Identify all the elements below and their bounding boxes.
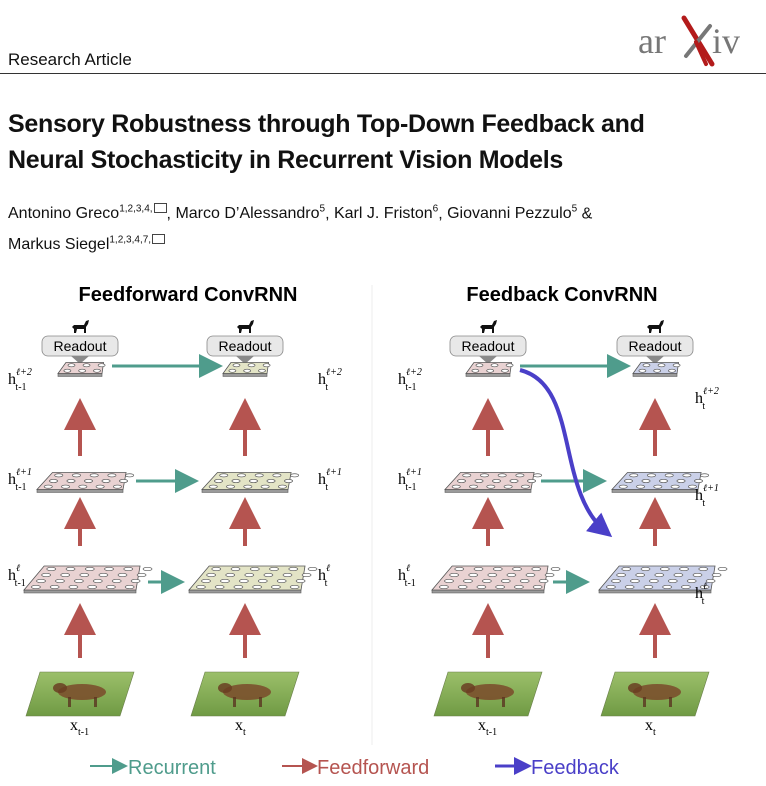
header-divider: [0, 73, 766, 74]
author-list: Antonino Greco1,2,3,4,, Marco D’Alessand…: [8, 203, 593, 253]
svg-text:iv: iv: [712, 21, 740, 61]
article-title: Sensory Robustness through Top-Down Feed…: [8, 106, 758, 178]
author[interactable]: Karl J. Friston6: [333, 204, 439, 223]
layer-2-col-3: [598, 565, 728, 594]
section-label: Research Article: [8, 50, 132, 69]
readout-box: Readout: [449, 335, 527, 364]
panel-title-feedforward: Feedforward ConvRNN: [79, 284, 298, 306]
title-line-2: Neural Stochasticity in Recurrent Vision…: [8, 146, 564, 174]
horse-icon: [480, 320, 497, 333]
layer-2-col-2: [431, 565, 561, 594]
layer-1-col-2: [444, 472, 543, 493]
layer-2-col-0: [23, 565, 153, 594]
horse-icon: [72, 320, 89, 333]
input-image: [600, 671, 710, 717]
layer-2-col-1: [188, 565, 318, 594]
svg-text:ar: ar: [638, 21, 666, 61]
layer-0-col-0: [57, 362, 106, 377]
readout-label: Readout: [219, 338, 272, 354]
envelope-icon[interactable]: [152, 233, 166, 244]
input-image: [433, 671, 543, 717]
readout-box: Readout: [41, 335, 119, 364]
author[interactable]: Giovanni Pezzulo5: [447, 204, 578, 223]
layer-1-col-0: [36, 472, 135, 493]
input-label: xt: [235, 717, 246, 738]
input-image: [25, 671, 135, 717]
input-label: xt-1: [478, 717, 497, 738]
layer-1-col-1: [201, 472, 300, 493]
input-label: xt: [645, 717, 656, 738]
layer-0-col-3: [632, 362, 681, 377]
input-image: [190, 671, 300, 717]
readout-label: Readout: [54, 338, 107, 354]
figure-convrnn: Feedforward ConvRNN Feedback ConvRNN Rea…: [8, 284, 728, 779]
legend: Recurrent Feedforward Feedback: [90, 757, 620, 779]
arxiv-logo: ar iv: [638, 15, 740, 67]
horse-icon: [647, 320, 664, 333]
legend-feedforward: Feedforward: [317, 757, 429, 779]
readout-label: Readout: [629, 338, 682, 354]
horse-icon: [237, 320, 254, 333]
panel-title-feedback: Feedback ConvRNN: [466, 284, 657, 306]
title-line-1: Sensory Robustness through Top-Down Feed…: [8, 110, 645, 138]
layer-1-col-3: [611, 472, 710, 493]
layer-0-col-2: [465, 362, 514, 377]
author[interactable]: Marco D’Alessandro5: [175, 204, 326, 223]
readout-box: Readout: [206, 335, 284, 364]
readout-box: Readout: [616, 335, 694, 364]
input-label: xt-1: [70, 717, 89, 738]
layer-0-col-1: [222, 362, 271, 377]
legend-recurrent: Recurrent: [128, 757, 216, 779]
author[interactable]: Antonino Greco1,2,3,4,: [8, 203, 167, 222]
author[interactable]: Markus Siegel1,2,3,4,7,: [8, 233, 166, 253]
legend-feedback: Feedback: [531, 757, 620, 779]
feedback-arrow: [519, 368, 613, 538]
envelope-icon[interactable]: [153, 203, 167, 214]
readout-label: Readout: [462, 338, 515, 354]
